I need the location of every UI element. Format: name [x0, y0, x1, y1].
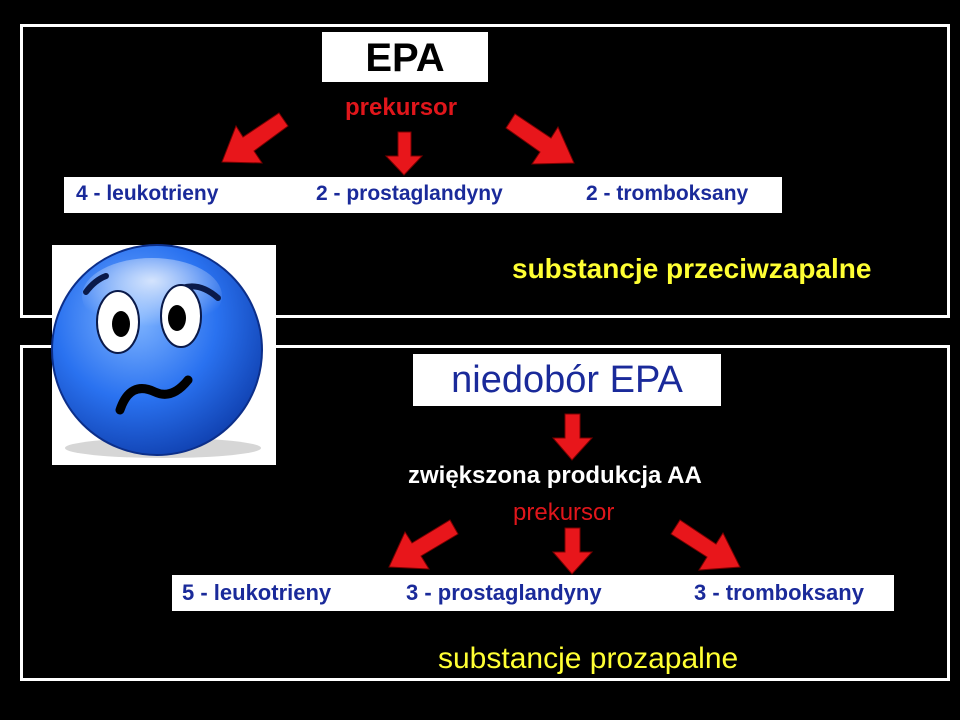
top-item-leukotrieny: 4 - leukotrieny [76, 182, 219, 205]
bottom-result-text: substancje prozapalne [438, 642, 739, 675]
worried-face-icon [51, 244, 276, 465]
bottom-subtitle: zwiększona produkcja AA [408, 462, 702, 489]
bottom-arrow-down-icon [551, 527, 594, 575]
top-items-bar: 4 - leukotrieny 2 - prostaglandyny 2 - t… [64, 177, 782, 213]
top-arrow-left-icon [221, 112, 289, 164]
top-arrow-down-icon [384, 131, 424, 176]
niedobor-title: niedobór EPA [451, 359, 683, 401]
bottom-prekursor-label: prekursor [513, 499, 615, 526]
bottom-item-prostaglandyny: 3 - prostaglandyny [406, 580, 602, 605]
middle-arrow-down-icon [551, 413, 594, 461]
top-item-tromboksany: 2 - tromboksany [586, 182, 749, 205]
bottom-arrow-left-icon [388, 519, 459, 570]
bottom-item-leukotrieny: 5 - leukotrieny [182, 580, 332, 605]
niedobor-title-box: niedobór EPA [413, 354, 721, 406]
top-arrow-right-icon [505, 113, 575, 165]
bottom-item-tromboksany: 3 - tromboksany [694, 580, 864, 605]
bottom-items-bar: 5 - leukotrieny 3 - prostaglandyny 3 - t… [172, 575, 894, 611]
top-prekursor-label: prekursor [345, 94, 458, 121]
top-result-text: substancje przeciwzapalne [512, 253, 872, 284]
epa-title-box: EPA [322, 32, 488, 82]
epa-title: EPA [365, 36, 445, 80]
bottom-arrow-right-icon [670, 519, 741, 571]
top-item-prostaglandyny: 2 - prostaglandyny [316, 182, 503, 205]
